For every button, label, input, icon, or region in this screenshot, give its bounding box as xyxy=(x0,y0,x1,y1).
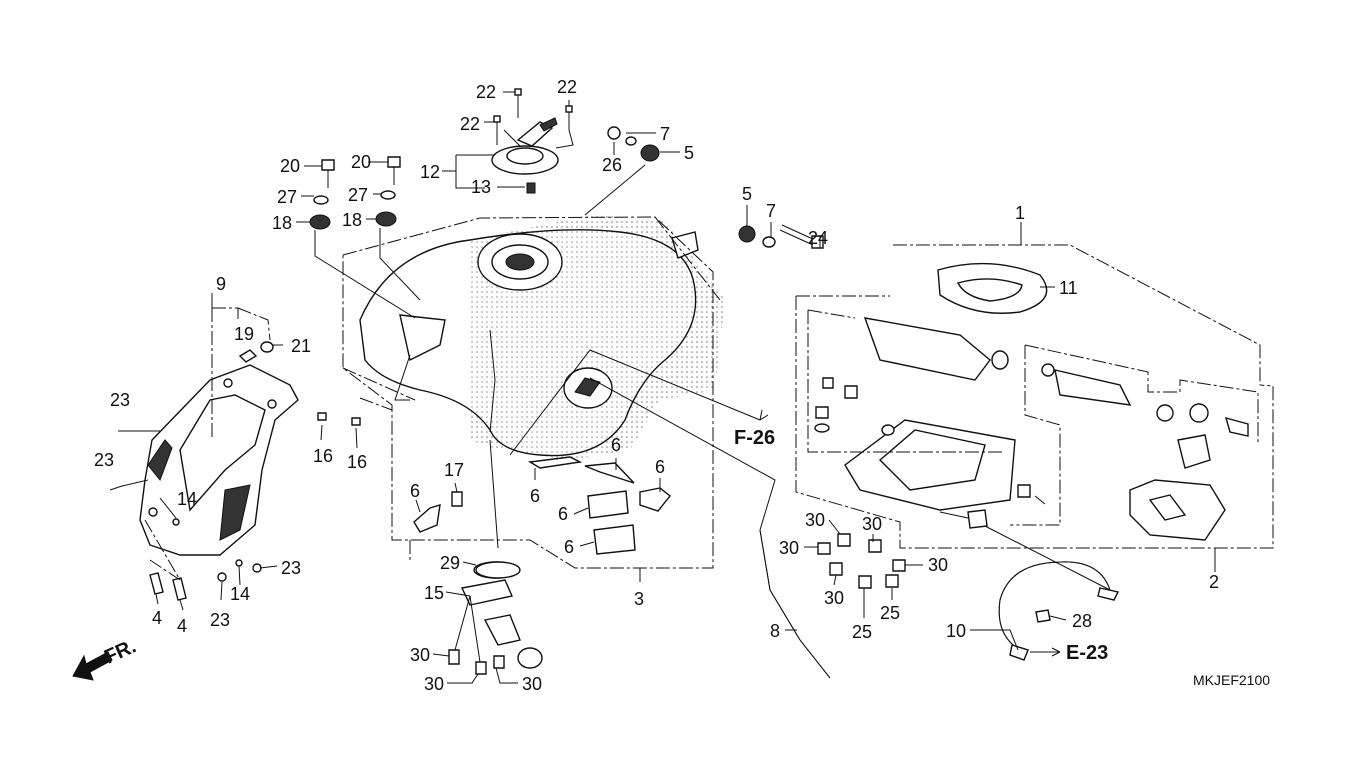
callout-20: 20 xyxy=(351,152,371,172)
callout-4: 4 xyxy=(152,608,162,628)
callouts: 22 22 22 7 5 26 12 13 20 20 27 27 18 18 … xyxy=(94,77,1219,694)
callout-28: 28 xyxy=(1072,611,1092,631)
callout-24: 24 xyxy=(808,228,828,248)
callout-30: 30 xyxy=(424,674,444,694)
callout-16: 16 xyxy=(347,452,367,472)
callout-7: 7 xyxy=(660,124,670,144)
callout-29: 29 xyxy=(440,553,460,573)
gasket-29 xyxy=(475,561,521,579)
callout-3: 3 xyxy=(634,589,644,609)
callout-15: 15 xyxy=(424,583,444,603)
callout-30: 30 xyxy=(805,510,825,530)
callout-30: 30 xyxy=(928,555,948,575)
callout-23: 23 xyxy=(110,390,130,410)
callout-6: 6 xyxy=(558,504,568,524)
callout-9: 9 xyxy=(216,274,226,294)
callout-6: 6 xyxy=(410,481,420,501)
callout-22: 22 xyxy=(460,114,480,134)
callout-27: 27 xyxy=(277,187,297,207)
callout-17: 17 xyxy=(444,460,464,480)
callout-23: 23 xyxy=(281,558,301,578)
callout-13: 13 xyxy=(471,177,491,197)
callout-25: 25 xyxy=(880,603,900,623)
callout-6: 6 xyxy=(564,537,574,557)
front-label: FR. xyxy=(101,635,139,668)
callout-20: 20 xyxy=(280,156,300,176)
callout-6: 6 xyxy=(530,486,540,506)
callout-22: 22 xyxy=(476,82,496,102)
callout-1: 1 xyxy=(1015,203,1025,223)
callout-23: 23 xyxy=(210,610,230,630)
callout-30: 30 xyxy=(522,674,542,694)
group-outlines xyxy=(144,216,1274,581)
callout-22: 22 xyxy=(557,77,577,97)
side-cover xyxy=(139,364,299,556)
callout-21: 21 xyxy=(291,336,311,356)
callout-30: 30 xyxy=(824,588,844,608)
wire-harness xyxy=(998,561,1120,661)
callout-6: 6 xyxy=(611,435,621,455)
reference-f26: F-26 xyxy=(734,427,775,449)
bolt-16 xyxy=(317,412,361,426)
bolt-24-hardware xyxy=(738,224,824,249)
front-direction-arrow: FR. xyxy=(72,635,139,681)
callout-16: 16 xyxy=(313,446,333,466)
breather-hose xyxy=(759,529,831,679)
callout-5: 5 xyxy=(684,143,694,163)
mounting-hardware xyxy=(309,126,660,230)
fuel-tank xyxy=(359,215,725,460)
small-fasteners-left xyxy=(109,341,274,601)
callout-30: 30 xyxy=(862,514,882,534)
tank-pads xyxy=(413,456,671,555)
diagram-code: MKJEF2100 xyxy=(1193,672,1270,688)
callout-26: 26 xyxy=(602,155,622,175)
callout-18: 18 xyxy=(342,210,362,230)
callout-25: 25 xyxy=(852,622,872,642)
callout-18: 18 xyxy=(272,213,292,233)
reference-e23: E-23 xyxy=(1066,642,1108,664)
callout-5: 5 xyxy=(742,184,752,204)
callout-12: 12 xyxy=(420,162,440,182)
fuel-cap-assembly xyxy=(491,117,559,194)
callout-23: 23 xyxy=(94,450,114,470)
fuel-pump-bracket xyxy=(448,561,543,675)
callout-7: 7 xyxy=(766,201,776,221)
callout-30: 30 xyxy=(779,538,799,558)
callout-11: 11 xyxy=(1059,278,1078,298)
callout-6: 6 xyxy=(655,457,665,477)
callout-14: 14 xyxy=(177,489,197,509)
callout-30: 30 xyxy=(410,645,430,665)
callout-14: 14 xyxy=(230,584,250,604)
callout-2: 2 xyxy=(1209,572,1219,592)
nuts-right xyxy=(817,533,906,589)
fuel-pump-assembly xyxy=(814,262,1249,541)
callout-27: 27 xyxy=(348,185,368,205)
callout-8: 8 xyxy=(770,621,780,641)
leader-lines xyxy=(121,91,1216,684)
callout-4: 4 xyxy=(177,616,187,636)
callout-10: 10 xyxy=(946,621,966,641)
callout-19: 19 xyxy=(234,324,254,344)
